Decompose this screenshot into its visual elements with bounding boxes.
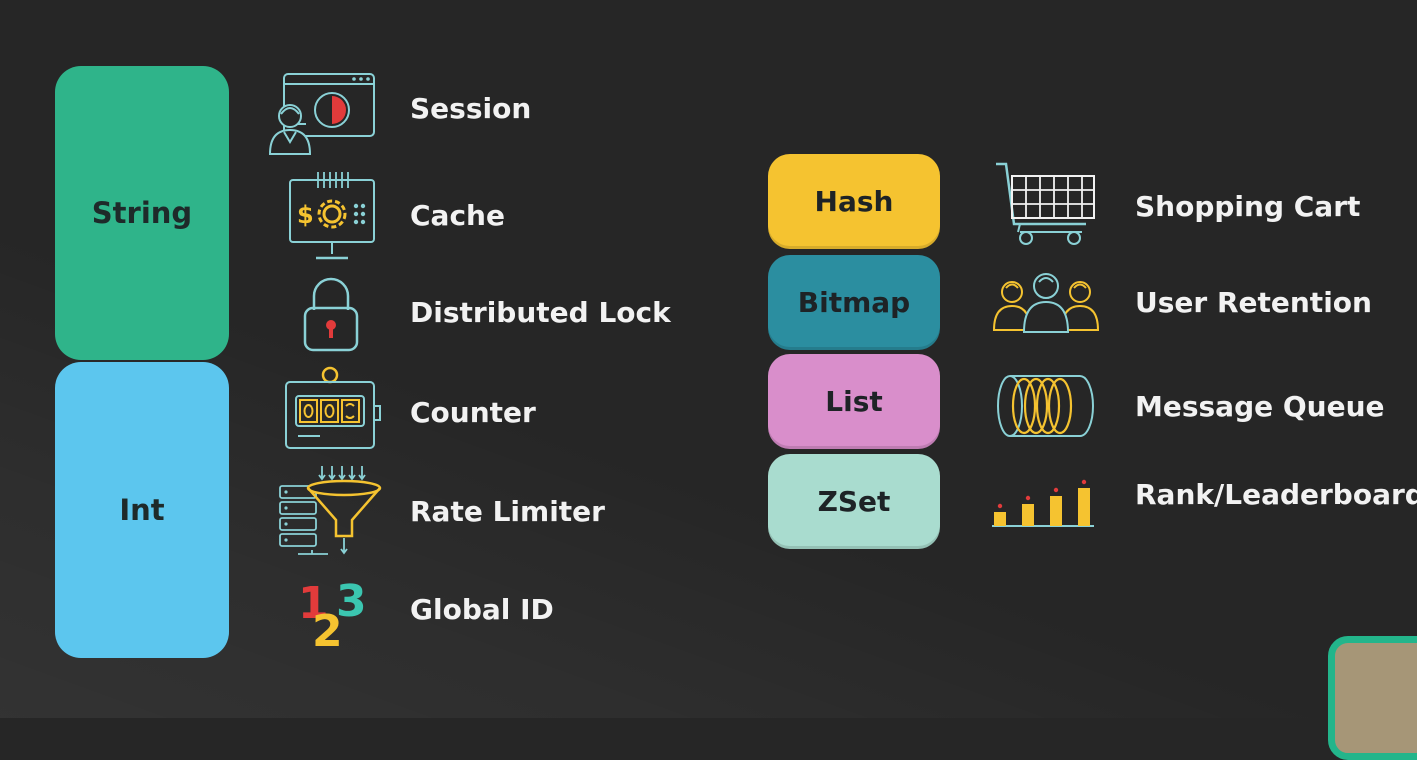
- counter-label: Counter: [410, 396, 536, 429]
- shopping-cart-icon: [996, 162, 1095, 245]
- shopping-cart-label: Shopping Cart: [1135, 190, 1361, 223]
- list-label: List: [825, 385, 883, 418]
- padlock-icon: [303, 277, 359, 352]
- rate-limiter-label: Rate Limiter: [410, 495, 605, 528]
- server-funnel-icon: [279, 466, 382, 555]
- numbers-123-icon: 1 3 2: [298, 576, 367, 650]
- monitor-settings-icon: $: [289, 172, 375, 260]
- svg-text:1: 1: [298, 578, 329, 629]
- zset-pill: ZSet: [768, 454, 940, 549]
- cache-label: Cache: [410, 199, 505, 232]
- zset-label: ZSet: [817, 485, 891, 518]
- svg-text:2: 2: [312, 606, 343, 650]
- queue-cylinder-icon: [997, 375, 1094, 437]
- user-retention-label: User Retention: [1135, 286, 1372, 319]
- message-queue-label: Message Queue: [1135, 390, 1385, 423]
- bitmap-pill: Bitmap: [768, 255, 940, 350]
- string-block: String: [55, 66, 229, 360]
- user-group-icon: [992, 273, 1100, 333]
- bar-ranking-icon: [992, 479, 1094, 527]
- int-block: Int: [55, 362, 229, 658]
- svg-text:$: $: [297, 201, 314, 229]
- counter-display-icon: [285, 366, 381, 449]
- bitmap-label: Bitmap: [797, 286, 911, 319]
- int-label: Int: [119, 493, 165, 527]
- svg-text:3: 3: [336, 576, 367, 627]
- global-id-label: Global ID: [410, 593, 554, 626]
- string-label: String: [91, 196, 193, 230]
- corner-card: [1328, 636, 1417, 760]
- distributed-lock-label: Distributed Lock: [410, 296, 671, 329]
- hash-pill: Hash: [768, 154, 940, 249]
- hash-label: Hash: [814, 185, 894, 218]
- user-dashboard-icon: [268, 73, 375, 155]
- session-label: Session: [410, 92, 532, 125]
- list-pill: List: [768, 354, 940, 449]
- rank-leaderboard-label: Rank/Leaderboard: [1135, 478, 1417, 511]
